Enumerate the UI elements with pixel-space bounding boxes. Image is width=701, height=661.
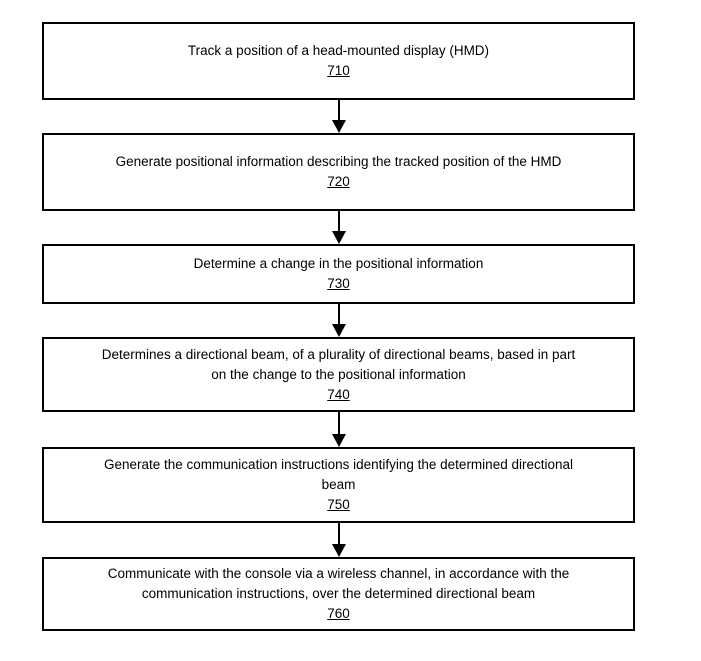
flow-box-710-text: Track a position of a head-mounted displ… [187, 43, 490, 58]
flow-box-750-ref: 750 [327, 497, 350, 512]
flow-box-720-ref: 720 [327, 174, 350, 189]
arrow-head [331, 544, 346, 557]
down-arrow-icon [331, 412, 346, 447]
flow-box-710: Track a position of a head-mounted displ… [42, 22, 635, 100]
flow-box-760-text: Communicate with the console via a wirel… [107, 566, 570, 601]
flow-box-730-text: Determine a change in the positional inf… [193, 256, 484, 271]
flow-box-740-ref: 740 [327, 386, 350, 402]
down-arrow-icon [331, 523, 346, 557]
flow-box-730-ref: 730 [327, 276, 350, 291]
arrow-shaft [337, 523, 340, 544]
flow-box-760-ref: 760 [327, 606, 350, 621]
flow-box-760: Communicate with the console via a wirel… [42, 557, 635, 631]
flow-box-740-text: Determines a directional beam, of a plur… [101, 346, 576, 382]
flow-box-710-ref: 710 [327, 63, 350, 78]
arrow-head [331, 434, 346, 447]
flow-box-740: Determines a directional beam, of a plur… [42, 337, 635, 412]
flow-box-750: Generate the communication instructions … [42, 447, 635, 523]
arrow-head [331, 120, 346, 133]
flow-box-750-text: Generate the communication instructions … [103, 457, 573, 492]
flow-box-720: Generate positional information describi… [42, 133, 635, 211]
arrow-head [331, 324, 346, 337]
down-arrow-icon [331, 211, 346, 244]
down-arrow-icon [331, 100, 346, 133]
arrow-head [331, 231, 346, 244]
flow-box-720-text: Generate positional information describi… [115, 154, 562, 169]
arrow-shaft [337, 100, 340, 120]
flowchart-column: Track a position of a head-mounted displ… [42, 22, 635, 631]
arrow-shaft [337, 412, 340, 434]
down-arrow-icon [331, 304, 346, 337]
arrow-shaft [337, 211, 340, 231]
flow-box-730: Determine a change in the positional inf… [42, 244, 635, 304]
arrow-shaft [337, 304, 340, 324]
